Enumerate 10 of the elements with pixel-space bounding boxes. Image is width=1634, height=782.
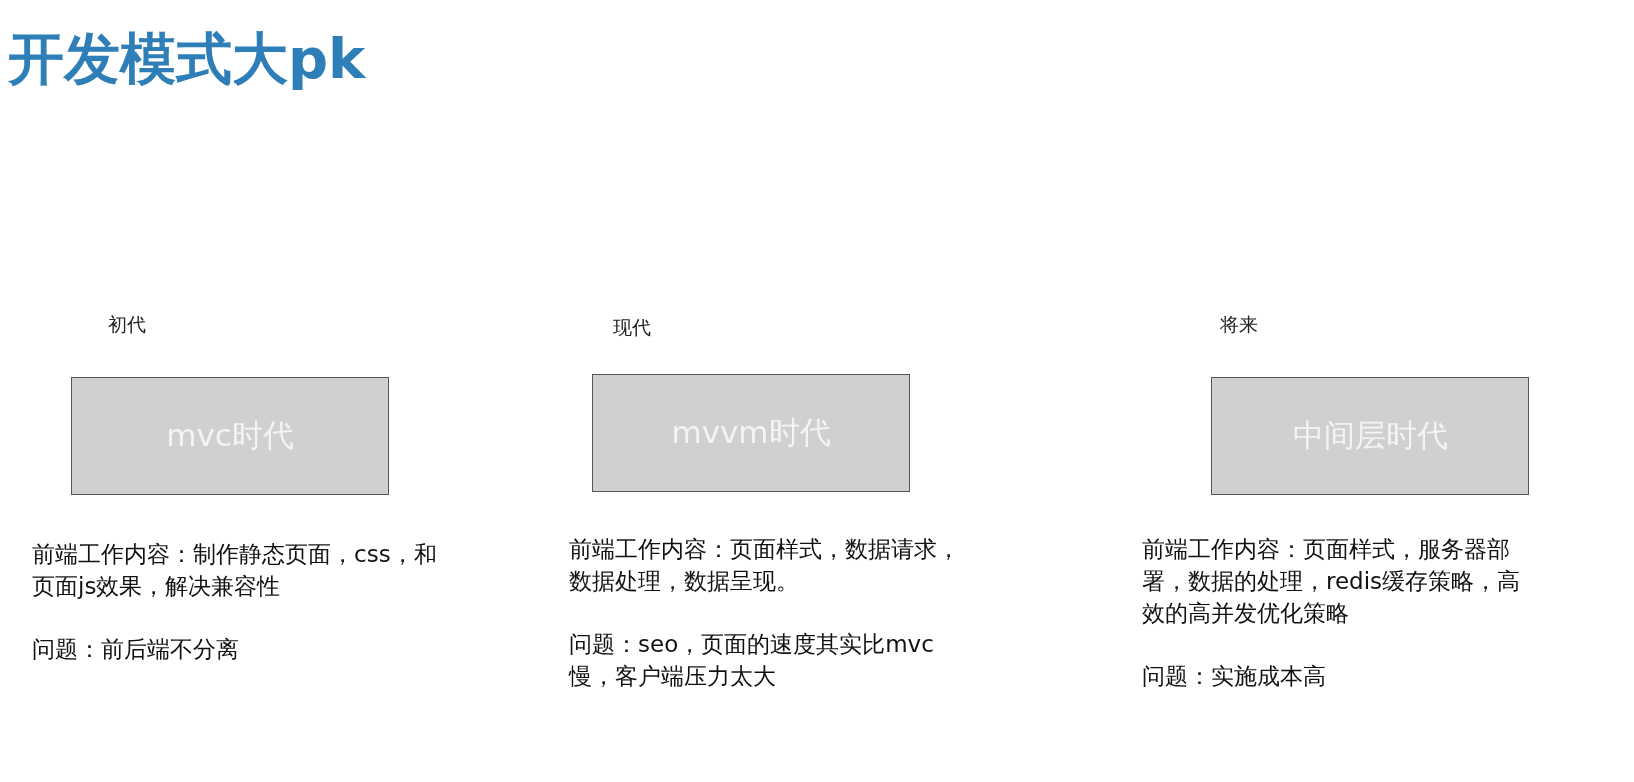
description-text: 问题：seo，页面的速度其实比mvc慢，客户端压力太大 [569,630,935,691]
era-heading: 现代 [613,315,651,340]
description-text: 前端工作内容：页面样式，数据请求，数据处理，数据呈现。 [569,535,961,596]
era-heading: 初代 [108,312,146,337]
description-text: 前端工作内容：制作静态页面，css，和页面js效果，解决兼容性 [32,540,438,601]
title: 开发模式大pk [8,25,366,93]
era-heading: 将来 [1220,312,1258,337]
description-text: 问题：实施成本高 [1142,662,1327,691]
description-text: 前端工作内容：页面样式，服务器部署，数据的处理，redis缓存策略，高效的高并发优化策略 [1142,535,1522,628]
description-text: 问题：前后端不分离 [32,635,240,664]
